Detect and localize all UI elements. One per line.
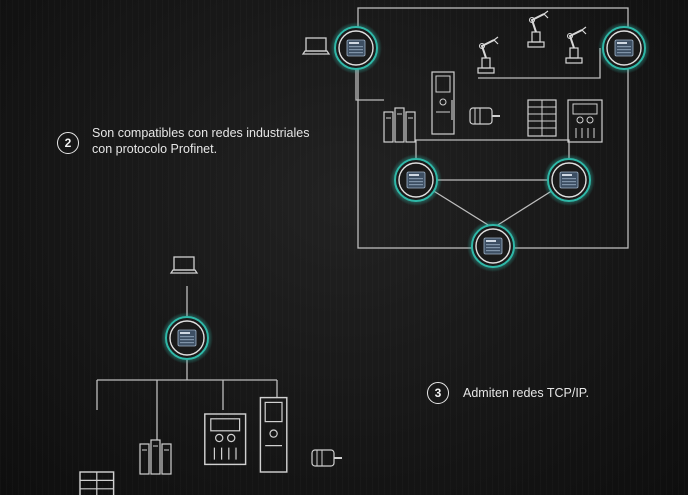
laptop-icon [302,37,330,55]
note-number-badge: 2 [57,132,79,154]
network-switch-icon [542,153,596,207]
note-line: Admiten redes TCP/IP. [463,386,589,400]
server-cluster-icon [139,439,172,475]
laptop-icon [170,256,198,274]
plc-cabinet-icon [259,396,288,473]
robot-arm-icon [527,10,549,48]
note-line: con protocolo Profinet. [92,142,218,156]
motor-icon [469,107,501,125]
plc-cabinet-icon [431,71,455,135]
server-rack-icon [527,99,557,137]
robot-arm-icon [477,36,499,74]
network-switch-icon [597,21,651,75]
control-panel-icon [204,413,247,466]
network-switch-icon [466,219,520,273]
network-switch-icon [389,153,443,207]
control-panel-icon [567,99,603,143]
note-tcpip-caption: Admiten redes TCP/IP. [463,385,589,401]
server-cluster-icon [383,107,416,143]
server-rack-icon [79,471,115,495]
motor-icon [311,449,343,467]
note-profinet-caption: Son compatibles con redes industriales c… [92,125,309,157]
robot-arm-icon [565,26,587,64]
note-number-badge: 3 [427,382,449,404]
note-line: Son compatibles con redes industriales [92,126,310,140]
network-switch-icon [329,21,383,75]
profinet-network [355,7,629,249]
network-switch-icon [160,311,214,365]
